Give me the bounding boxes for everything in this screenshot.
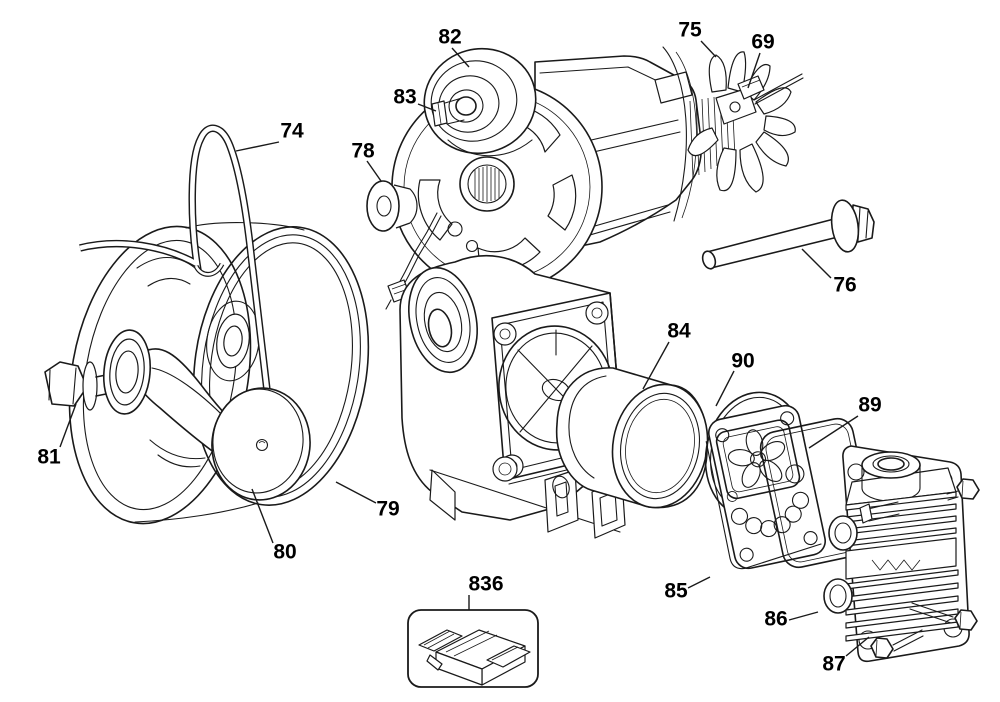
callout-leader-76 — [802, 249, 831, 278]
fan-drawing — [688, 52, 803, 192]
callout-leader-78 — [367, 161, 381, 181]
inset-box — [408, 610, 538, 687]
part-label-85: 85 — [664, 580, 688, 603]
callout-leader-84 — [643, 342, 669, 389]
part-label-80: 80 — [273, 541, 296, 564]
callout-leader-89 — [809, 416, 858, 448]
callout-leader-85 — [688, 577, 710, 588]
motor-end-cap-drawing — [412, 36, 547, 165]
callout-leader-79 — [336, 482, 376, 503]
callout-leader-82 — [452, 48, 469, 67]
part-label-82: 82 — [438, 26, 461, 49]
flywheel-drawing — [47, 212, 385, 538]
callout-leader-86 — [789, 612, 818, 620]
part-label-78: 78 — [351, 140, 375, 163]
callout-leader-75 — [701, 41, 716, 57]
drive-belt-drawing — [80, 128, 270, 444]
part-label-81: 81 — [37, 446, 61, 469]
callout-leader-87 — [846, 637, 869, 656]
grommet-drawing — [367, 181, 417, 231]
callout-layer: 74 82 83 78 75 69 76 84 90 89 81 79 80 85 86 87 836 — [37, 19, 881, 676]
part-label-79: 79 — [376, 498, 399, 521]
part-label-836: 836 — [468, 573, 503, 596]
callout-leader-90 — [716, 371, 734, 406]
motor-shaft-drawing — [432, 98, 464, 126]
part-label-84: 84 — [667, 320, 691, 343]
through-bolt-drawing — [701, 198, 874, 270]
part-label-69: 69 — [751, 31, 774, 54]
cylinder-sleeve-drawing — [557, 368, 717, 515]
callout-leader-81 — [60, 404, 76, 447]
flywheel-bolt-drawing — [45, 362, 136, 410]
part-label-76: 76 — [833, 274, 856, 297]
bearing-drawing — [400, 261, 487, 378]
part-label-83: 83 — [393, 86, 416, 109]
part-label-74: 74 — [280, 120, 304, 143]
callout-leader-74 — [236, 142, 279, 151]
head-bolts-drawing — [871, 479, 979, 658]
part-label-90: 90 — [731, 350, 754, 373]
part-label-89: 89 — [858, 394, 881, 417]
part-label-75: 75 — [678, 19, 702, 42]
piston-disc-drawing — [206, 383, 315, 505]
callout-leader-69 — [748, 53, 760, 88]
part-label-86: 86 — [764, 608, 787, 631]
part-label-87: 87 — [822, 653, 845, 676]
cylinder-head-drawing — [824, 446, 969, 661]
inset-part-drawing — [419, 630, 530, 685]
callout-leader-80 — [252, 489, 273, 543]
callout-leader-83 — [418, 104, 436, 111]
valve-plate-drawing — [701, 403, 827, 572]
